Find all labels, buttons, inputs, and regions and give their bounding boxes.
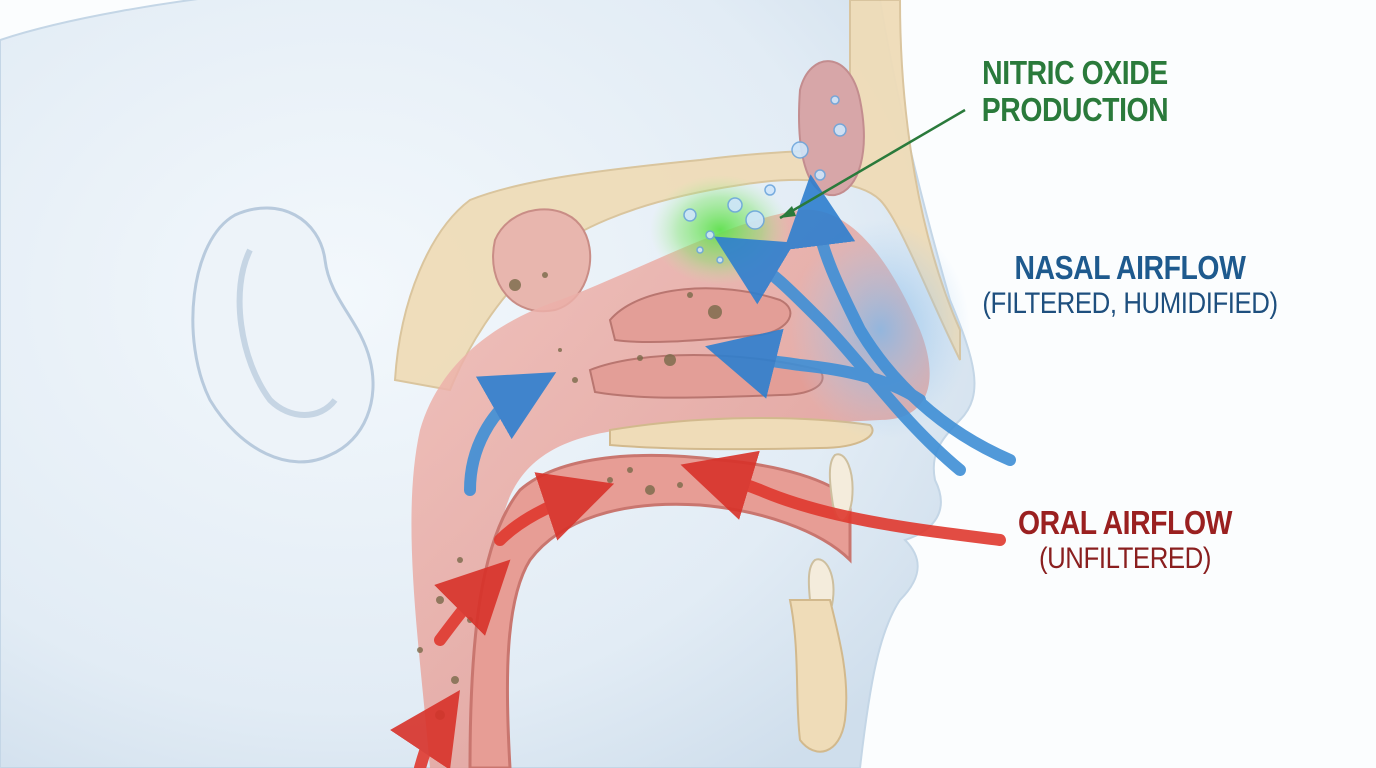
label-nasal-airflow: NASAL AIRFLOW (FILTERED, HUMIDIFIED)	[975, 249, 1285, 321]
nasal-airflow-arrows	[464, 174, 1016, 496]
frontal-sinus	[798, 60, 865, 197]
ear	[191, 206, 375, 464]
nitric-oxide-line1: NITRIC OXIDE	[982, 54, 1168, 91]
label-nitric-oxide: NITRIC OXIDE PRODUCTION	[950, 54, 1199, 129]
nasal-airflow-title: NASAL AIRFLOW	[1014, 249, 1246, 286]
mandible	[788, 599, 848, 753]
oral-airflow-arrows	[390, 450, 1006, 768]
oral-airflow-subtitle: (UNFILTERED)	[1038, 541, 1212, 575]
label-oral-airflow: ORAL AIRFLOW (UNFILTERED)	[996, 504, 1254, 576]
oral-airflow-title: ORAL AIRFLOW	[1018, 504, 1232, 541]
nitric-oxide-pointer	[779, 108, 966, 220]
nitric-oxide-line2: PRODUCTION	[981, 90, 1169, 128]
nasal-airflow-subtitle: (FILTERED, HUMIDIFIED)	[982, 286, 1278, 320]
bubbles	[683, 95, 847, 264]
